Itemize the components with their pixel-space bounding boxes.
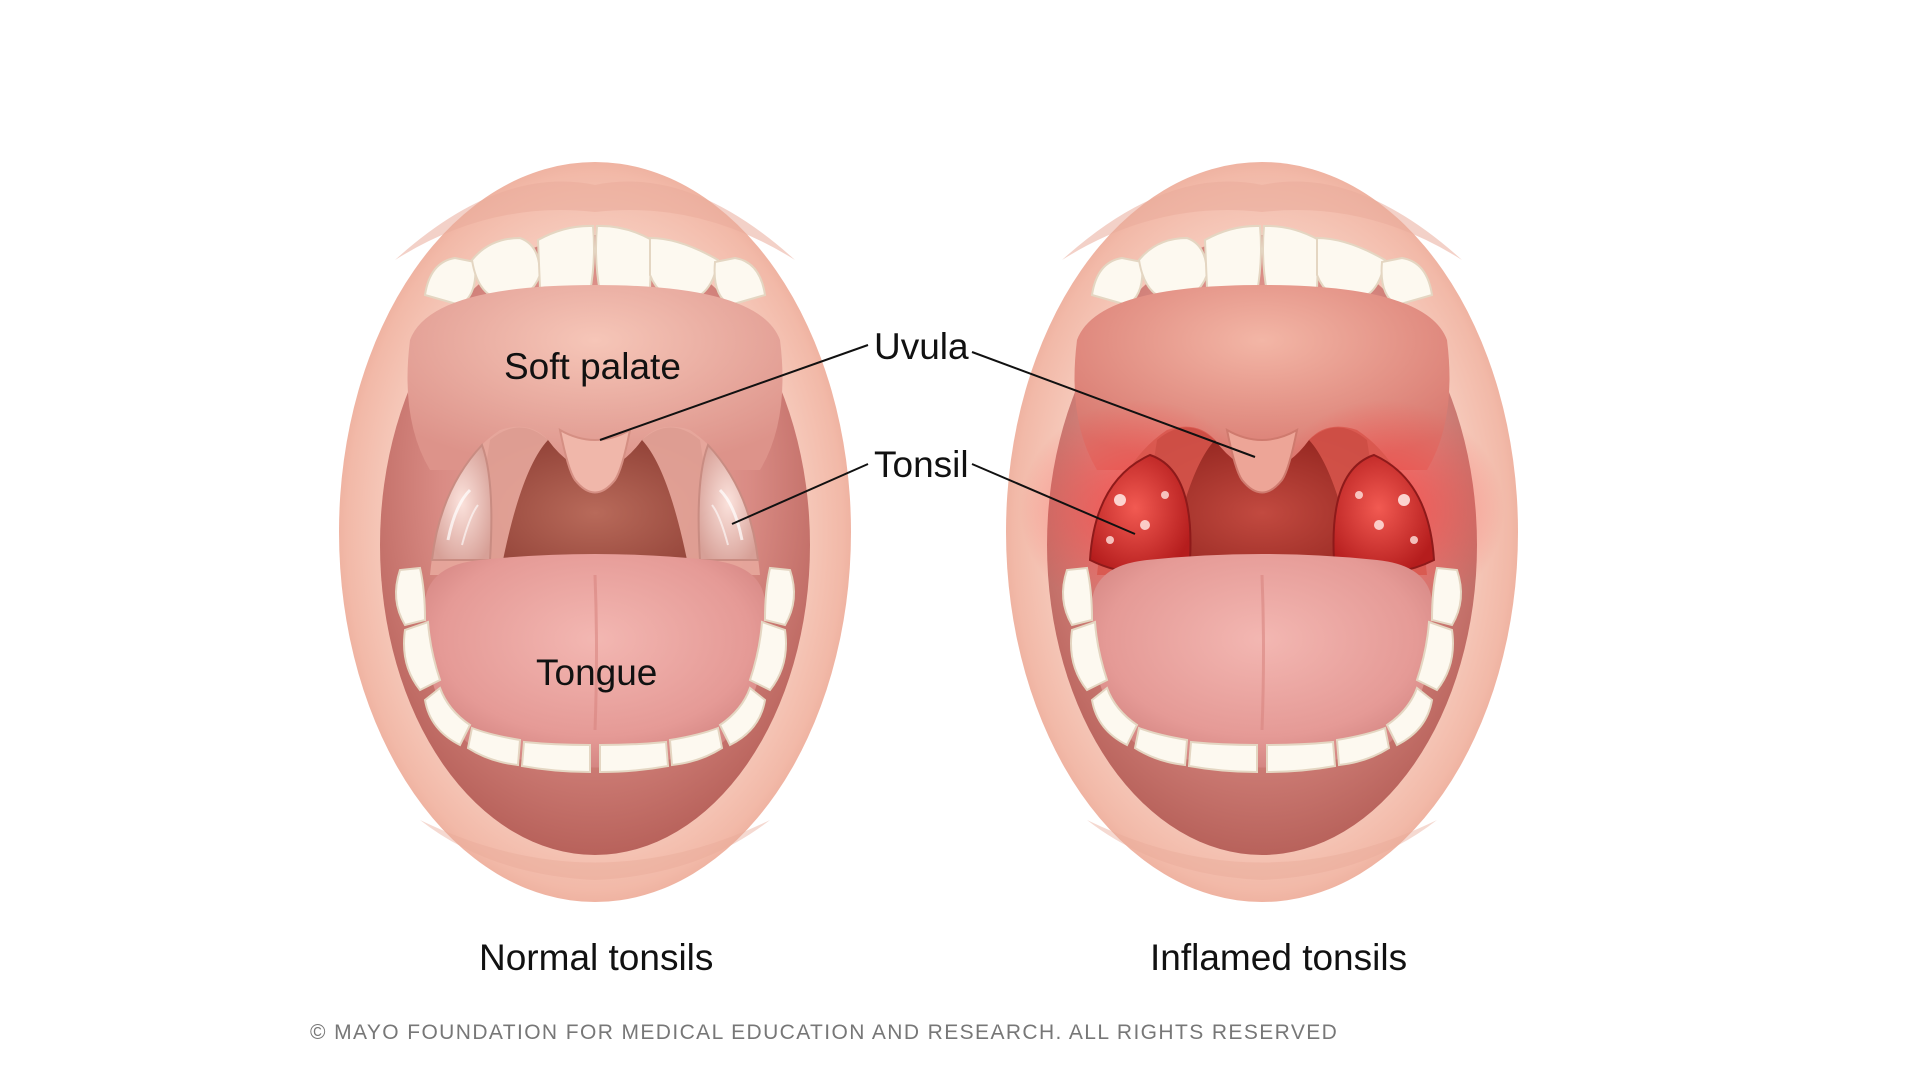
inflamed-upper-lip-shade [1062,181,1462,260]
inflamed-lower-lip-shade [1087,820,1437,880]
uvula-leader-inflamed [971,351,1256,458]
soft-palate-label: Soft palate [504,346,681,387]
inflamed-tongue-midline [1260,574,1265,731]
inflamed-upper-teeth [1090,224,1434,307]
normal-lower-teeth [395,566,795,774]
normal-tonsils-caption: Normal tonsils [479,937,714,978]
normal-upper-teeth [423,224,767,307]
normal-lower-lip-shade [420,820,770,880]
inflamed-lower-teeth [1062,566,1462,774]
tonsil-leader-normal [731,463,869,525]
normal-tonsil-left [430,443,493,561]
normal-tongue-midline [593,574,598,731]
uvula-leader-normal [599,344,869,441]
tongue-label: Tongue [536,652,658,693]
normal-mouth [339,162,851,902]
leader-lines [599,344,1256,535]
tonsil-label: Tonsil [874,444,969,485]
copyright-notice: © MAYO FOUNDATION FOR MEDICAL EDUCATION … [310,1021,1339,1044]
normal-soft-palate [407,285,783,470]
uvula-label: Uvula [874,326,969,367]
normal-tonsil-right [697,443,760,561]
tonsil-leader-inflamed [971,463,1136,535]
inflamed-tonsils-caption: Inflamed tonsils [1150,937,1408,978]
inflamed-mouth [1006,162,1518,902]
normal-upper-lip-shade [395,181,795,260]
inflamed-uvula [1225,428,1299,494]
